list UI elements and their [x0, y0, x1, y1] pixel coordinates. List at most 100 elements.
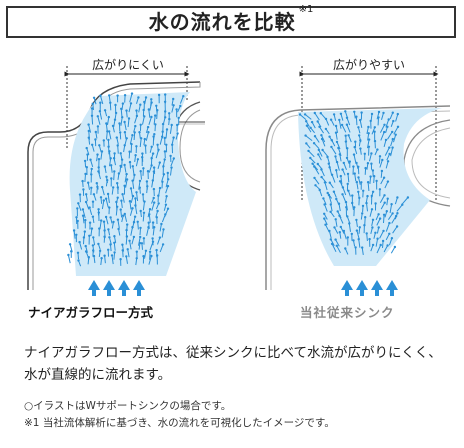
left-flow-arrowhead	[136, 158, 140, 161]
right-flow-arrowhead	[346, 215, 349, 218]
left-flow-arrowhead	[134, 154, 137, 157]
left-flow-arrowhead	[131, 207, 134, 210]
left-flow-arrow	[148, 165, 153, 173]
left-flow-arrowhead	[109, 101, 112, 104]
right-flow-arrowhead	[376, 148, 379, 151]
right-flow-arrowhead	[316, 162, 319, 166]
right-flow-arrowhead	[320, 137, 324, 141]
left-flow-arrow	[155, 149, 159, 159]
right-flow-arrowhead	[340, 123, 344, 127]
left-flow-arrowhead	[92, 249, 95, 252]
left-flow-arrowhead	[96, 153, 99, 156]
right-flow-arrow	[346, 216, 351, 224]
left-flow-arrowhead	[105, 175, 108, 178]
left-flow-arrowhead	[165, 195, 168, 198]
left-flow-arrow	[120, 108, 123, 117]
right-flow-arrowhead	[371, 218, 375, 221]
left-flow-arrowhead	[121, 116, 124, 119]
right-flow-arrowhead	[338, 214, 341, 217]
left-flow-arrowhead	[119, 152, 122, 155]
right-flow-arrow	[342, 194, 347, 203]
left-flow-arrowhead	[135, 257, 138, 260]
right-flow-arrowhead	[366, 194, 369, 198]
left-flow-arrowhead	[172, 157, 175, 160]
right-flow-arrowhead	[335, 140, 339, 144]
right-source-arrows	[341, 280, 398, 296]
left-flow-arrow	[169, 124, 173, 134]
left-flow-arrowhead	[156, 143, 159, 146]
right-flow-arrowhead	[362, 189, 365, 192]
left-flow-arrow	[107, 193, 110, 203]
right-flow-arrowhead	[381, 239, 385, 243]
right-flow-arrowhead	[366, 181, 370, 184]
left-flow-arrowhead	[77, 259, 80, 262]
left-flow-arrowhead	[152, 196, 155, 200]
right-flow-arrowhead	[354, 140, 357, 143]
left-flow-arrowhead	[87, 123, 90, 126]
right-flow-arrowhead	[391, 111, 394, 114]
left-flow-arrowhead	[158, 186, 162, 190]
right-flow-arrow	[313, 166, 320, 175]
right-flow-arrowhead	[335, 197, 338, 201]
right-flow-arrowhead	[335, 169, 338, 172]
left-flow-arrowhead	[123, 131, 127, 134]
right-flow-arrow	[396, 204, 403, 212]
left-flow-arrowhead	[160, 222, 163, 226]
right-flow-arrowhead	[330, 145, 333, 149]
right-flow-arrowhead	[373, 139, 377, 143]
right-flow-arrowhead	[361, 212, 364, 215]
left-flow-arrowhead	[88, 221, 92, 224]
left-flow-arrow	[158, 188, 161, 196]
right-flow-arrow	[330, 239, 335, 246]
title-note-mark: ※1	[298, 4, 314, 15]
right-flow-arrowhead	[298, 113, 302, 116]
left-flow-arrowhead	[176, 123, 179, 127]
right-flow-arrowhead	[359, 147, 362, 150]
left-flow-arrowhead	[95, 182, 99, 185]
right-flow-arrowhead	[358, 134, 361, 137]
left-flow-arrowhead	[135, 114, 139, 118]
right-flow-arrow	[313, 142, 320, 150]
left-flow-arrowhead	[155, 248, 158, 252]
right-flow-arrowhead	[323, 217, 326, 220]
right-flow-arrowhead	[374, 202, 377, 205]
right-flow-arrowhead	[344, 200, 348, 204]
left-flow-arrowhead	[151, 152, 155, 155]
left-flow-arrowhead	[150, 98, 153, 101]
right-flow-arrowhead	[337, 146, 340, 150]
right-flow-arrow	[379, 124, 385, 133]
right-flow-arrow	[369, 176, 372, 185]
right-flow-arrow	[391, 215, 397, 224]
right-flow-arrowhead	[373, 175, 376, 178]
left-flow-arrowhead	[142, 255, 145, 258]
left-flow-arrow	[152, 171, 155, 181]
left-flow-arrow	[129, 240, 132, 250]
right-flow-arrowhead	[345, 116, 349, 120]
left-flow-arrowhead	[151, 221, 155, 224]
right-sink-outline	[265, 105, 451, 290]
left-source-arrow-4	[133, 280, 145, 296]
left-flow-arrowhead	[106, 179, 109, 182]
left-flow-arrowhead	[128, 200, 132, 203]
right-flow-arrow	[329, 167, 333, 176]
left-flow-arrowhead	[91, 244, 95, 247]
right-flow-arrowhead	[346, 147, 349, 150]
left-flow-arrowhead	[116, 205, 119, 208]
right-flow-arrowhead	[394, 133, 397, 136]
right-flow-arrowhead	[324, 117, 328, 121]
left-flow-arrowhead	[86, 153, 89, 156]
right-flow-arrow	[392, 226, 398, 234]
left-flow-arrowhead	[76, 207, 79, 210]
right-flow-arrowhead	[387, 118, 390, 121]
left-flow-arrowhead	[103, 229, 106, 232]
right-flow-arrowhead	[388, 221, 391, 225]
right-flow-arrowhead	[307, 149, 310, 153]
right-flow-arrowhead	[344, 134, 347, 137]
right-flow-arrow	[328, 194, 332, 204]
left-flow-arrowhead	[170, 123, 173, 127]
left-source-arrows	[88, 280, 145, 296]
left-flow-arrowhead	[147, 221, 150, 224]
right-flow-arrowhead	[353, 145, 356, 149]
left-flow-arrowhead	[161, 243, 165, 246]
left-flow-arrow	[127, 249, 130, 258]
